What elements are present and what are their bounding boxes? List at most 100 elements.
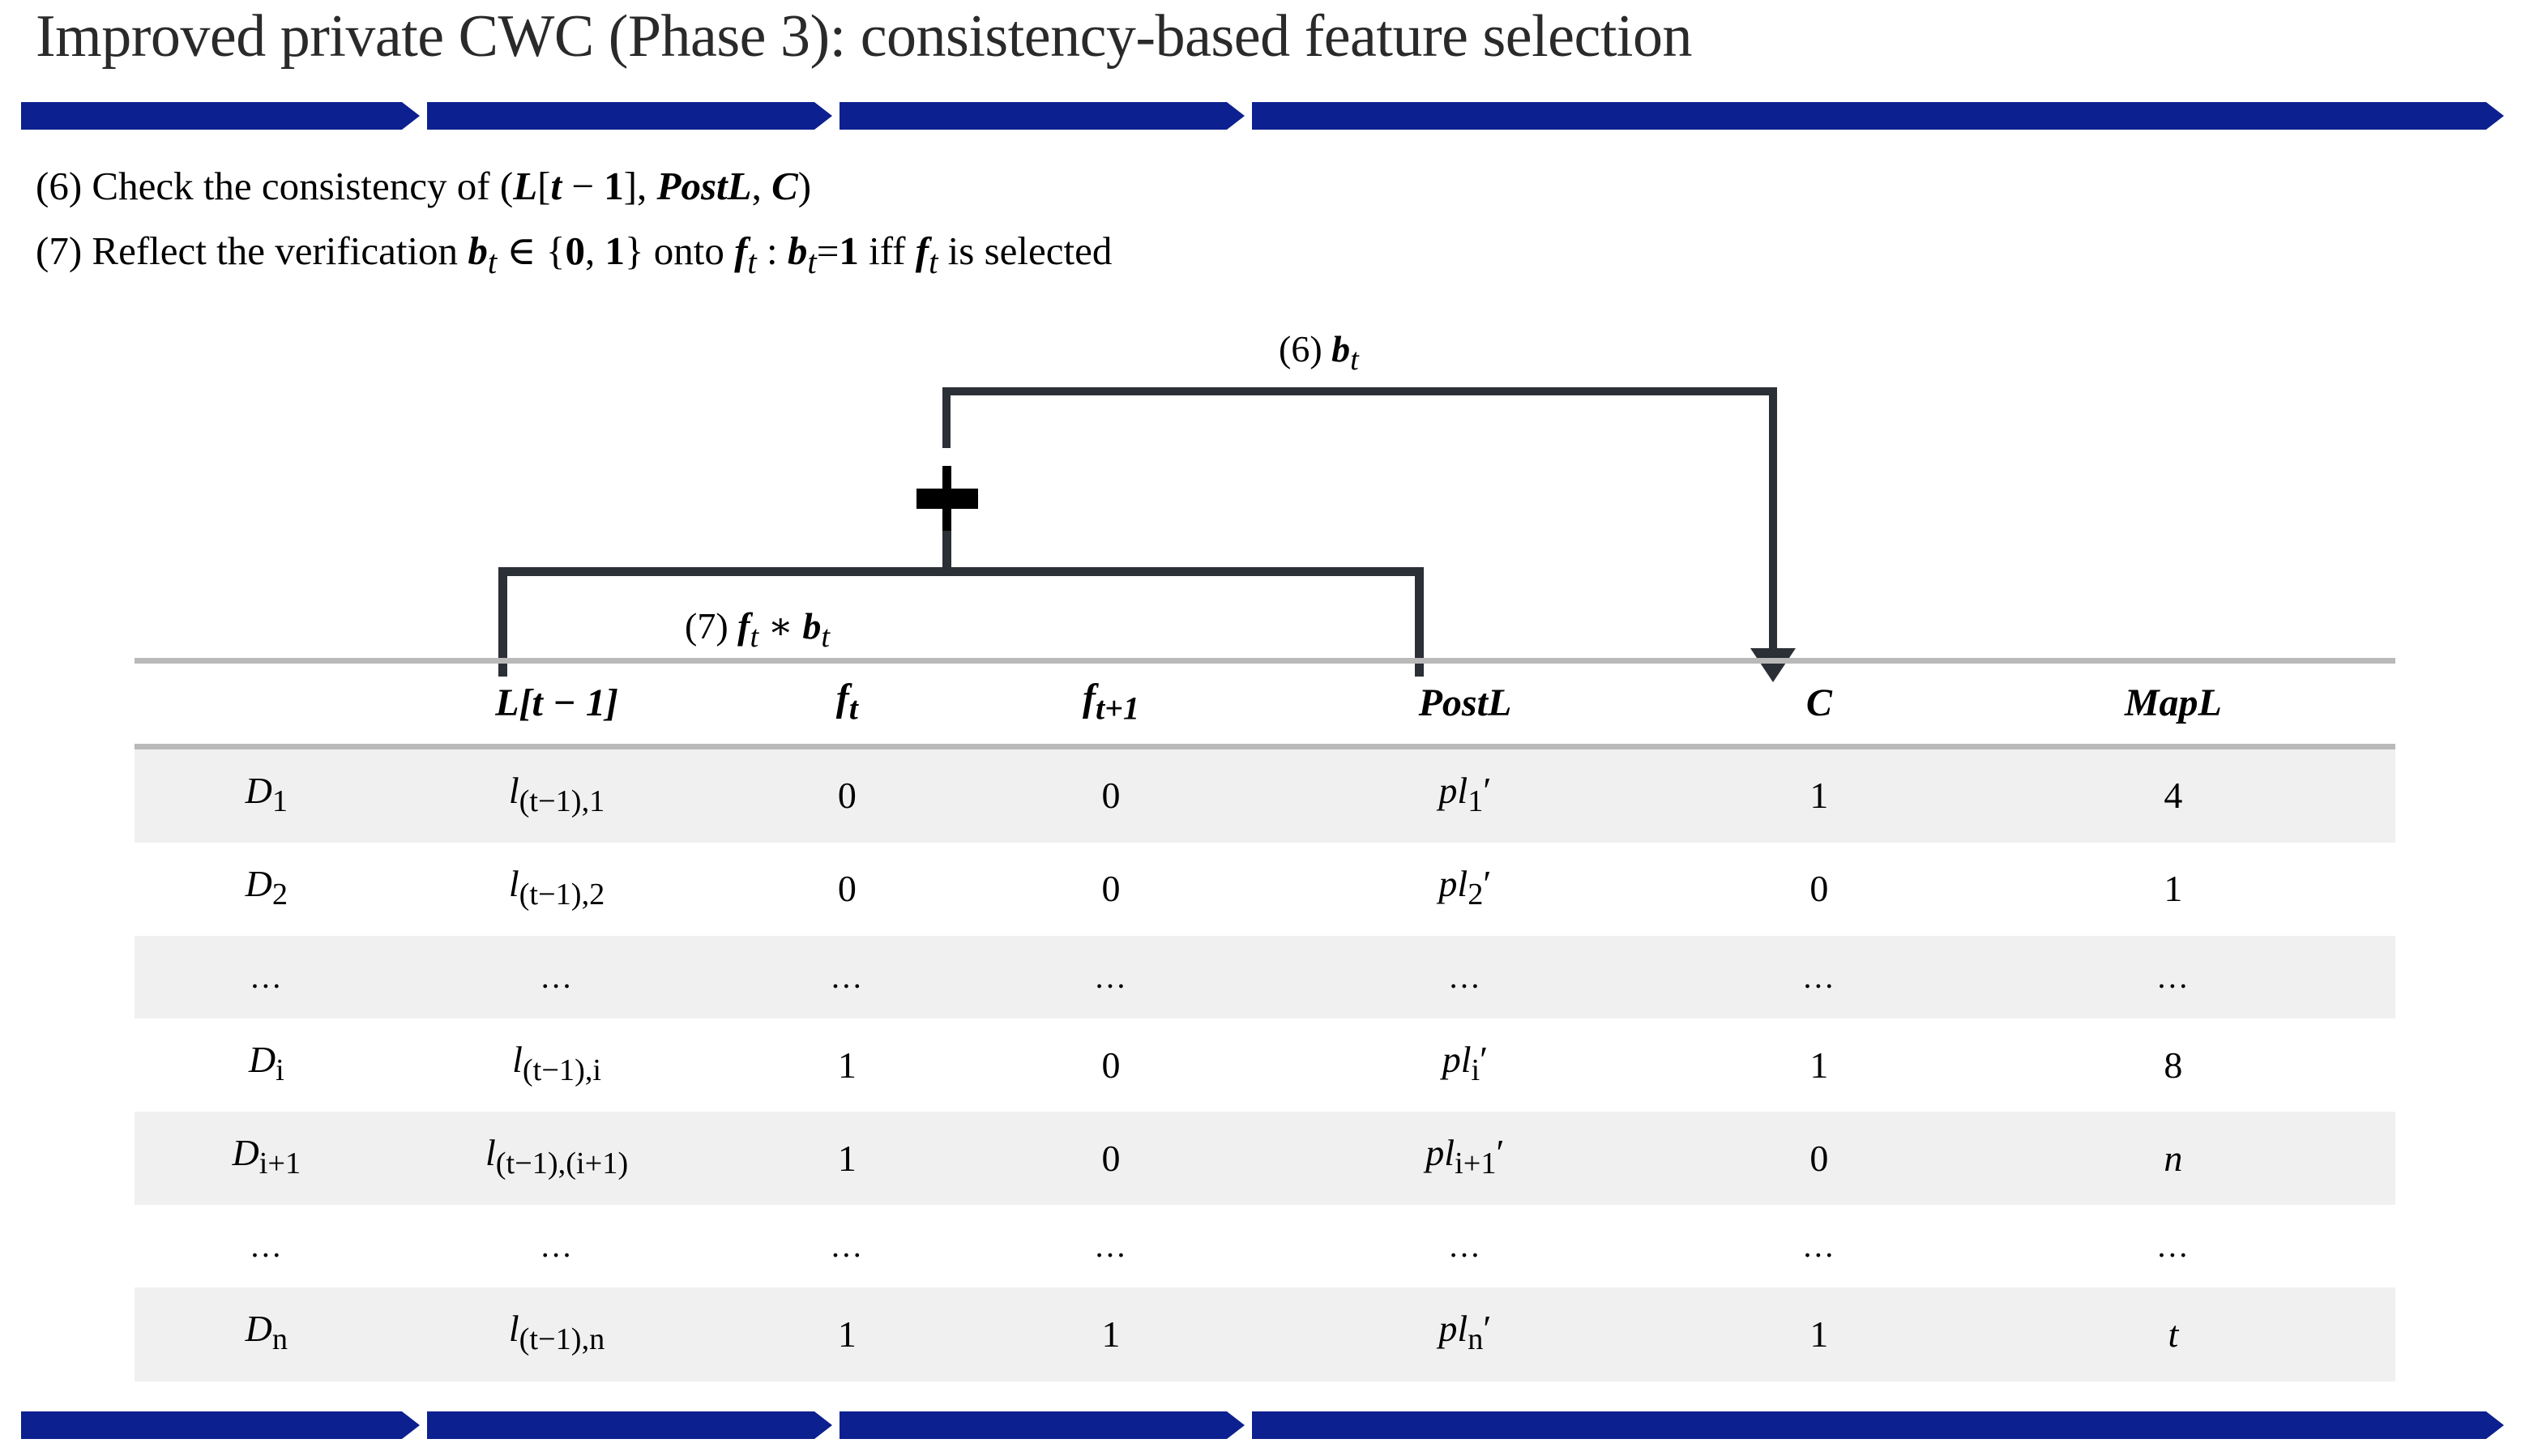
table-cell: 0: [979, 1112, 1243, 1206]
table-cell-value: 0: [736, 754, 959, 838]
chevron-segment-1-bottom: [21, 1411, 420, 1439]
table-cell-value: l(t−1),1: [419, 749, 694, 843]
table-column-header-index: [135, 658, 399, 749]
table-cell-value: n: [1972, 1117, 2374, 1200]
table-cell: t: [1950, 1287, 2395, 1381]
table-cell-value: 0: [1101, 1044, 1121, 1086]
table-cell: 0: [979, 1018, 1243, 1112]
ft-bt-connector-label: (7) ft ∗ bt: [685, 605, 831, 655]
table-cell-value: …: [2155, 1228, 2190, 1265]
table-cell: 1: [715, 1287, 980, 1381]
table-cell-value: 0: [1708, 1117, 1930, 1200]
table-cell-value: D2: [245, 862, 288, 912]
table-cell-value: …: [1972, 935, 2374, 1018]
table-row: …………………: [135, 935, 2395, 1018]
table-cell-value: pli′: [1442, 1038, 1489, 1088]
table-cell: …: [1243, 1205, 1687, 1287]
table-cell: 8: [1951, 1018, 2395, 1112]
table-cell-value: pl2′: [1438, 862, 1492, 912]
table-cell: 0: [979, 749, 1243, 843]
plus-icon-horizontal: [916, 489, 978, 509]
table-column-header-MapL: MapL: [1950, 658, 2395, 749]
table-cell-value: Di+1: [156, 1112, 378, 1206]
table-cell-value: 0: [1000, 754, 1222, 838]
table-cell-value: l(t−1),i: [512, 1038, 602, 1088]
table-cell: …: [979, 935, 1243, 1018]
chevron-segment-3: [840, 102, 1245, 130]
table-cell: …: [1687, 1205, 1951, 1287]
table-cell-value: 4: [1972, 754, 2374, 838]
table-cell: D2: [135, 843, 399, 936]
table-cell-value: …: [1447, 1228, 1482, 1265]
table-cell: Dn: [135, 1287, 399, 1381]
table-cell: pl1′: [1242, 749, 1688, 843]
table-cell-value: pl1′: [1263, 749, 1667, 843]
table-cell: …: [1951, 1205, 2395, 1287]
table-cell-value: 1: [837, 1044, 857, 1086]
table-cell: 1: [715, 1112, 980, 1206]
table-cell: l(t−1),n: [398, 1287, 716, 1381]
table-cell-value: t: [1972, 1292, 2374, 1376]
table-cell-value: l(t−1),(i+1): [419, 1112, 694, 1206]
connector-plus-stub: [942, 531, 951, 570]
table-cell-value: …: [1000, 935, 1222, 1018]
table-cell: 0: [1687, 843, 1951, 936]
table-row: …………………: [135, 1205, 2395, 1287]
table-cell-value: …: [830, 1228, 865, 1265]
table-cell-value: Di: [248, 1038, 284, 1088]
connector-lower-right-vertical: [1415, 567, 1424, 677]
connector-lower-horizontal: [498, 567, 1424, 576]
table-cell: 4: [1950, 749, 2395, 843]
table-column-header-C: C: [1687, 658, 1951, 749]
table-column-header-Lt1: L[t − 1]: [398, 658, 716, 749]
table-row: Di l(t−1),i 1 0 pli′ 1 8: [135, 1018, 2395, 1112]
table-cell: pl2′: [1243, 843, 1687, 936]
table-cell-value: 1: [736, 1292, 959, 1376]
table-cell: l(t−1),2: [399, 843, 716, 936]
table-column-header-f: ft: [715, 658, 980, 749]
table-cell: 1: [715, 1018, 979, 1112]
chevron-segment-4-bottom: [1252, 1411, 2504, 1439]
connector-lower-left-vertical: [498, 567, 507, 677]
table-cell: 1: [979, 1287, 1243, 1381]
table-cell: pli′: [1243, 1018, 1687, 1112]
connector-top-horizontal: [942, 387, 1777, 395]
connector-to-c-column: [1769, 387, 1777, 658]
chevron-segment-2: [427, 102, 832, 130]
chevron-segment-1: [21, 102, 420, 130]
table-cell-value: 1: [736, 1117, 959, 1200]
chevron-segment-2-bottom: [427, 1411, 832, 1439]
page-title: Improved private CWC (Phase 3): consiste…: [36, 3, 1692, 70]
table-cell-value: …: [156, 935, 378, 1018]
table-column-header-label: MapL: [2124, 681, 2222, 725]
table-cell-value: 1: [1708, 754, 1930, 838]
table-cell-value: 1: [1809, 1044, 1829, 1086]
table-column-header-label: PostL: [1418, 681, 1512, 725]
table-cell: …: [979, 1205, 1243, 1287]
table-cell: 0: [715, 749, 980, 843]
table-cell: …: [715, 1205, 979, 1287]
table-cell: pln′: [1242, 1287, 1688, 1381]
table-cell-value: pln′: [1263, 1287, 1667, 1381]
table-cell: 0: [715, 843, 979, 936]
table-cell-value: 0: [1809, 868, 1829, 910]
table-cell-value: 0: [1101, 868, 1121, 910]
table-cell-value: …: [540, 1228, 575, 1265]
table-cell-value: 1: [2164, 868, 2183, 910]
table-cell: l(t−1),i: [399, 1018, 716, 1112]
table-cell-value: …: [1708, 935, 1930, 1018]
table-cell: 0: [979, 843, 1243, 936]
table-cell-value: pli+1′: [1263, 1112, 1667, 1206]
step-line-6: (6) Check the consistency of (L[t − 1], …: [36, 164, 812, 208]
table-cell: pli+1′: [1242, 1112, 1688, 1206]
table-cell: D1: [135, 749, 399, 843]
table-cell: 1: [1687, 749, 1951, 843]
table-column-header-label: ft: [835, 677, 858, 727]
arrowhead-down-icon: [1750, 648, 1796, 682]
table-cell-value: 1: [1708, 1292, 1930, 1376]
table-cell: …: [1242, 935, 1688, 1018]
table-cell-value: …: [736, 935, 959, 1018]
